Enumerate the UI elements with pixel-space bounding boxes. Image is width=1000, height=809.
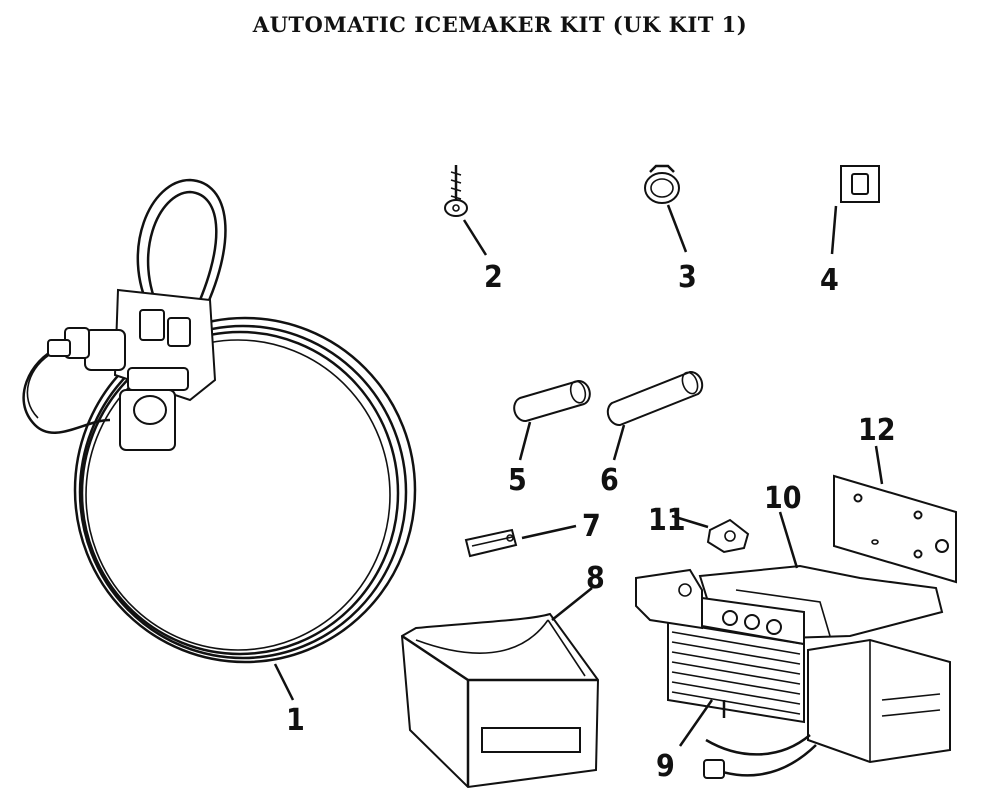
part-11-clip-icon	[706, 518, 750, 554]
callout-5-leader	[518, 421, 532, 461]
callout-11-leader	[671, 514, 709, 529]
callout-1-leader	[273, 663, 295, 701]
callout-8-leader	[551, 587, 593, 621]
callout-7-leader	[521, 524, 577, 540]
callout-12: 12	[858, 413, 896, 448]
callout-4-leader	[830, 205, 838, 255]
callout-8: 8	[586, 561, 605, 596]
callout-9: 9	[656, 749, 675, 784]
callout-2: 2	[484, 260, 503, 295]
part-1-tubing-coil-icon	[22, 178, 417, 664]
callout-3: 3	[678, 260, 697, 295]
callout-10: 10	[764, 481, 802, 516]
callout-3-leader	[666, 204, 688, 253]
callout-5: 5	[508, 463, 527, 498]
callout-2-leader	[462, 219, 488, 256]
part-7-spout-icon	[464, 528, 518, 558]
callout-7: 7	[582, 509, 601, 544]
callout-6-leader	[612, 424, 626, 461]
callout-9-leader	[678, 699, 714, 747]
part-8-ice-bin-icon	[400, 612, 600, 789]
callout-1: 1	[286, 703, 305, 738]
callout-10-leader	[778, 511, 799, 569]
callout-11: 11	[648, 503, 686, 538]
part-6-plug-icon	[606, 370, 704, 427]
part-4-switch-icon	[840, 165, 880, 203]
part-2-screw-icon	[444, 165, 468, 217]
callout-12-leader	[874, 445, 884, 485]
callout-6: 6	[600, 463, 619, 498]
callout-4: 4	[820, 263, 839, 298]
part-5-plug-icon	[513, 379, 591, 423]
part-12-plate-icon	[833, 474, 957, 584]
part-3-hose-clamp-icon	[644, 164, 680, 204]
part-9-icemaker-icon	[635, 568, 951, 779]
diagram-title: AUTOMATIC ICEMAKER KIT (UK KIT 1)	[252, 12, 748, 37]
